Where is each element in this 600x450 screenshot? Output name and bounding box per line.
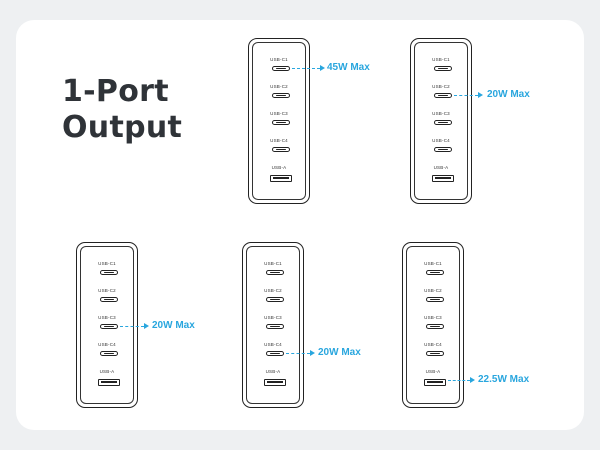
port-label-usb-a: USB-A [425,369,441,374]
port-label-usb-c1: USB-C1 [264,261,282,266]
port-label-usb-c3: USB-C3 [424,315,442,320]
usb-c1-port [272,66,290,71]
usb-c3-port [434,120,452,125]
port-label-usb-c3: USB-C3 [432,111,450,116]
headline-line-1: 1-Port [62,74,169,109]
usb-c2-port [434,93,452,98]
usb-c1-port [100,270,118,275]
usb-c1-port [266,270,284,275]
port-label-usb-c1: USB-C1 [270,57,288,62]
charger-face: USB-C1 USB-C2 USB-C3 USB-C4 USB-A [414,42,468,200]
usb-a-port [264,379,286,386]
port-label-usb-c2: USB-C2 [264,288,282,293]
charger-4: USB-C1 USB-C2 USB-C3 USB-C4 USB-A [242,242,304,408]
port-label-usb-a: USB-A [265,369,281,374]
port-label-usb-c2: USB-C2 [98,288,116,293]
usb-c2-port [100,297,118,302]
output-label: 22.5W Max [478,374,530,385]
port-label-usb-c2: USB-C2 [270,84,288,89]
usb-a-port [98,379,120,386]
callout-line [448,380,470,381]
callout-line [120,326,144,327]
port-label-usb-c2: USB-C2 [432,84,450,89]
charger-face: USB-C1 USB-C2 USB-C3 USB-C4 USB-A [252,42,306,200]
usb-c4-port [272,147,290,152]
charger-3: USB-C1 USB-C2 USB-C3 USB-C4 USB-A [76,242,138,408]
usb-a-port [432,175,454,182]
usb-c3-port [100,324,118,329]
port-label-usb-a: USB-A [433,165,449,170]
output-label: 45W Max [327,62,370,73]
arrow-icon [310,350,315,356]
port-label-usb-c4: USB-C4 [432,138,450,143]
usb-c2-port [426,297,444,302]
usb-c4-port [426,351,444,356]
charger-face: USB-C1 USB-C2 USB-C3 USB-C4 USB-A [80,246,134,404]
headline-line-2: Output [62,110,183,145]
output-label: 20W Max [152,320,195,331]
usb-c2-port [272,93,290,98]
arrow-icon [470,377,475,383]
usb-a-port [424,379,446,386]
callout-line [292,68,320,69]
port-label-usb-c4: USB-C4 [264,342,282,347]
usb-c3-port [266,324,284,329]
port-label-usb-c1: USB-C1 [98,261,116,266]
arrow-icon [144,323,149,329]
port-label-usb-c3: USB-C3 [264,315,282,320]
charger-2: USB-C1 USB-C2 USB-C3 USB-C4 USB-A [410,38,472,204]
port-label-usb-a: USB-A [99,369,115,374]
port-label-usb-c2: USB-C2 [424,288,442,293]
port-label-usb-c1: USB-C1 [432,57,450,62]
port-label-usb-c4: USB-C4 [98,342,116,347]
arrow-icon [320,65,325,71]
headline: 1-Port Output [62,74,182,146]
port-label-usb-c1: USB-C1 [424,261,442,266]
charger-face: USB-C1 USB-C2 USB-C3 USB-C4 USB-A [406,246,460,404]
charger-5: USB-C1 USB-C2 USB-C3 USB-C4 USB-A [402,242,464,408]
output-label: 20W Max [318,347,361,358]
usb-c4-port [434,147,452,152]
charger-1: USB-C1 USB-C2 USB-C3 USB-C4 USB-A [248,38,310,204]
callout-line [286,353,310,354]
port-label-usb-c3: USB-C3 [270,111,288,116]
usb-c3-port [426,324,444,329]
arrow-icon [478,92,483,98]
callout-line [454,95,478,96]
usb-c1-port [434,66,452,71]
port-label-usb-a: USB-A [271,165,287,170]
charger-face: USB-C1 USB-C2 USB-C3 USB-C4 USB-A [246,246,300,404]
port-label-usb-c4: USB-C4 [270,138,288,143]
port-label-usb-c4: USB-C4 [424,342,442,347]
usb-a-port [270,175,292,182]
usb-c1-port [426,270,444,275]
output-label: 20W Max [487,89,530,100]
usb-c3-port [272,120,290,125]
usb-c2-port [266,297,284,302]
port-label-usb-c3: USB-C3 [98,315,116,320]
usb-c4-port [100,351,118,356]
usb-c4-port [266,351,284,356]
